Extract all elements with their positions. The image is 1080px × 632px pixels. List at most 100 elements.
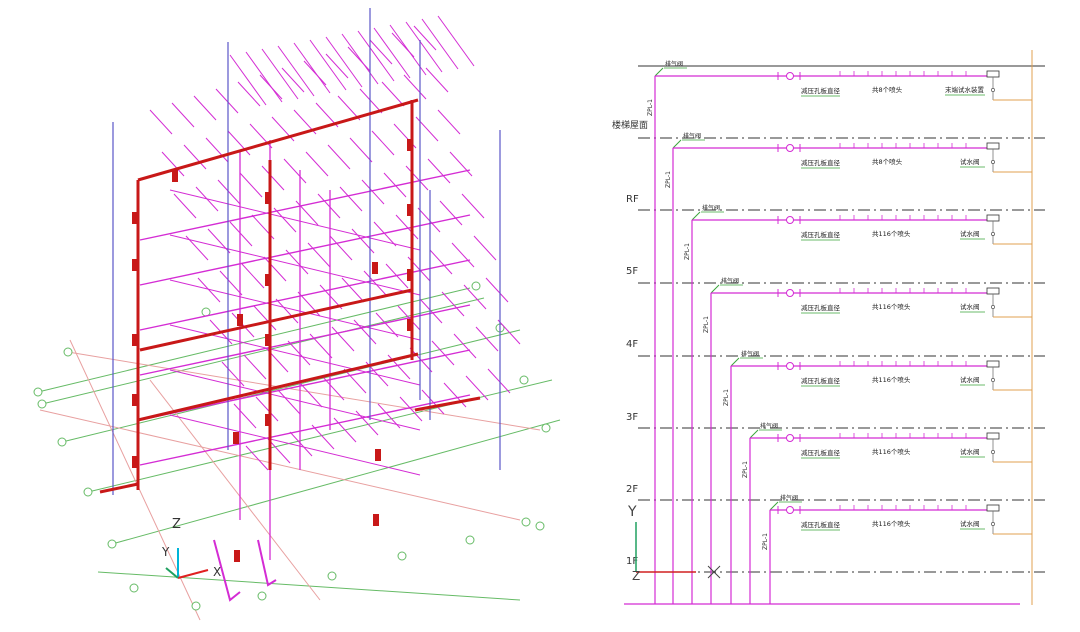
grid-bubble [129,583,139,593]
branch-stub [337,95,361,121]
branch-stub [381,81,405,107]
cross-main [169,189,421,251]
branch-stub [263,256,287,282]
branch-stub [437,109,461,135]
branch-stub [311,424,335,450]
test-valve-box [986,142,1000,150]
grid-bubble [107,539,117,549]
branch-stub [325,36,363,88]
reducer-label: 减压孔板直径 [801,448,841,457]
valve-mark [407,139,413,151]
vent-stub [730,357,740,367]
grid-bubble [327,571,337,581]
vent-stub [691,211,701,221]
axis-z-label-right: Z [632,569,640,583]
branch-stub [171,102,195,128]
grid-bubble [535,521,545,531]
cross-main [139,259,471,331]
branch-stub [255,396,279,422]
branch-stub [425,67,449,93]
grid-line [67,351,541,431]
cross-main [139,394,471,466]
valve-mark [132,456,138,468]
gauge-symbol [991,88,995,92]
branch-stub [359,88,383,114]
branch-stub [299,382,323,408]
cross-main [139,214,471,286]
branch-stub [353,319,377,345]
branch-stub [361,179,385,205]
grid-bubble [541,423,551,433]
branch-stub [451,242,475,268]
valve-mark [265,334,271,346]
branch-stub [427,158,451,184]
riser-tag: ZPL-1 [665,171,672,188]
vent-stub [769,501,779,511]
valve-mark [407,319,413,331]
riser-tag: ZPL-1 [723,389,730,406]
axis-y-label-right: Y [627,504,637,520]
valve-mark [373,514,379,526]
vent-label: 排气阀 [780,494,798,502]
vent-stub [749,429,759,439]
valve-mark [172,170,178,182]
ucs-icon-right: Y Z [627,504,721,583]
branch-stub [239,172,263,198]
heads-label: 共116个喷头 [872,447,911,456]
branch-stub [357,30,395,82]
branch-stub [281,67,305,93]
heads-label: 共116个喷头 [872,229,911,238]
floor-label: 2F [626,484,638,495]
valve-mark [234,550,240,562]
reducer-label: 减压孔板直径 [801,230,841,239]
cross-main [169,279,421,341]
grid-bubble [191,601,201,611]
cross-main [169,414,421,476]
end-label: 试水阀 [960,447,980,456]
riser-tag: ZPL-1 [762,533,769,550]
red-main [99,482,139,494]
branch-stub [485,277,509,303]
branch-stub [475,326,499,352]
grid-line [39,409,521,521]
test-valve-box [986,360,1000,368]
branch-stub [373,27,411,79]
vent-label: 排气阀 [683,132,701,140]
valve-mark [407,269,413,281]
valve-symbol [786,72,794,80]
valve-mark [233,432,239,444]
vent-label: 排气阀 [760,422,778,430]
branch-stub [371,130,395,156]
reducer-label: 减压孔板直径 [801,303,841,312]
valve-symbol [786,362,794,370]
branch-stub [289,431,313,457]
branch-stub [431,340,455,366]
vent-label: 排气阀 [665,60,683,68]
branch-stub [275,298,299,324]
grid-bubble [465,535,475,545]
branch-stub [253,305,277,331]
branch-stub [341,33,379,85]
branch-stub [277,389,301,415]
branch-stub [343,368,367,394]
grid-line [37,287,471,393]
branch-stub [205,137,229,163]
branch-stub [183,144,207,170]
gauge-symbol [991,160,995,164]
branch-stub [331,326,355,352]
ucs-icon-left: Z Y X [161,517,221,579]
branch-stub [355,410,379,436]
valve-mark [407,204,413,216]
branch-stub [329,235,353,261]
gauge-symbol [991,305,995,309]
branch-stub [403,74,427,100]
end-label: 试水阀 [960,302,980,311]
branch-stub [439,200,463,226]
branch-stub [487,368,511,394]
cross-main [139,304,471,376]
branch-stub [383,172,407,198]
branch-stub [473,235,497,261]
branch-stub [375,312,399,338]
floor-label: 1F [626,556,638,567]
valve-symbol [786,144,794,152]
